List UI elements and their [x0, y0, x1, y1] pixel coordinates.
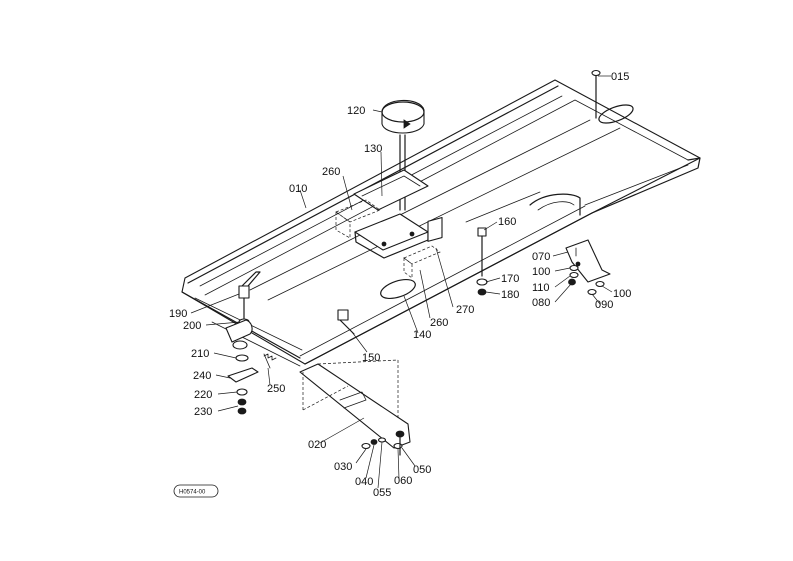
label-110: 110 — [532, 282, 550, 294]
stay-bar-020 — [299, 359, 411, 456]
label-010: 010 — [289, 183, 307, 195]
label-180: 180 — [501, 289, 519, 301]
label-100-right: 100 — [613, 288, 631, 300]
label-240: 240 — [193, 370, 211, 382]
label-200: 200 — [183, 320, 201, 332]
label-140: 140 — [413, 329, 431, 341]
label-170: 170 — [501, 273, 519, 285]
label-015: 015 — [611, 71, 629, 83]
label-190: 190 — [169, 308, 187, 320]
label-220: 220 — [194, 389, 212, 401]
label-250: 250 — [267, 383, 285, 395]
label-260-upper: 260 — [322, 166, 340, 178]
label-150: 150 — [362, 352, 380, 364]
label-020: 020 — [308, 439, 326, 451]
hinge-parts — [225, 319, 277, 415]
leader-lines — [190, 75, 613, 489]
reference-stamp: H0574-00 — [173, 484, 219, 498]
label-050: 050 — [413, 464, 431, 476]
label-060: 060 — [394, 475, 412, 487]
label-090: 090 — [595, 299, 613, 311]
label-210: 210 — [191, 348, 209, 360]
bracket-270 — [354, 213, 443, 259]
label-260-lower: 260 — [430, 317, 448, 329]
pads-260 — [335, 199, 441, 279]
label-055: 055 — [373, 487, 391, 499]
latch-150 — [337, 309, 355, 335]
label-030: 030 — [334, 461, 352, 473]
label-130: 130 — [364, 143, 382, 155]
label-270: 270 — [456, 304, 474, 316]
cover-plate-130 — [353, 169, 429, 211]
side-bracket — [565, 239, 611, 296]
label-230: 230 — [194, 406, 212, 418]
label-120: 120 — [347, 105, 365, 117]
label-080: 080 — [532, 297, 550, 309]
label-040: 040 — [355, 476, 373, 488]
part-labels: 015 120 130 260 010 160 070 100 110 100 … — [169, 71, 631, 499]
label-070: 070 — [532, 251, 550, 263]
label-160: 160 — [498, 216, 516, 228]
bolt-015 — [591, 69, 601, 119]
label-100-left: 100 — [532, 266, 550, 278]
clip-160 — [476, 227, 488, 296]
reference-code: H0574-00 — [179, 490, 206, 496]
